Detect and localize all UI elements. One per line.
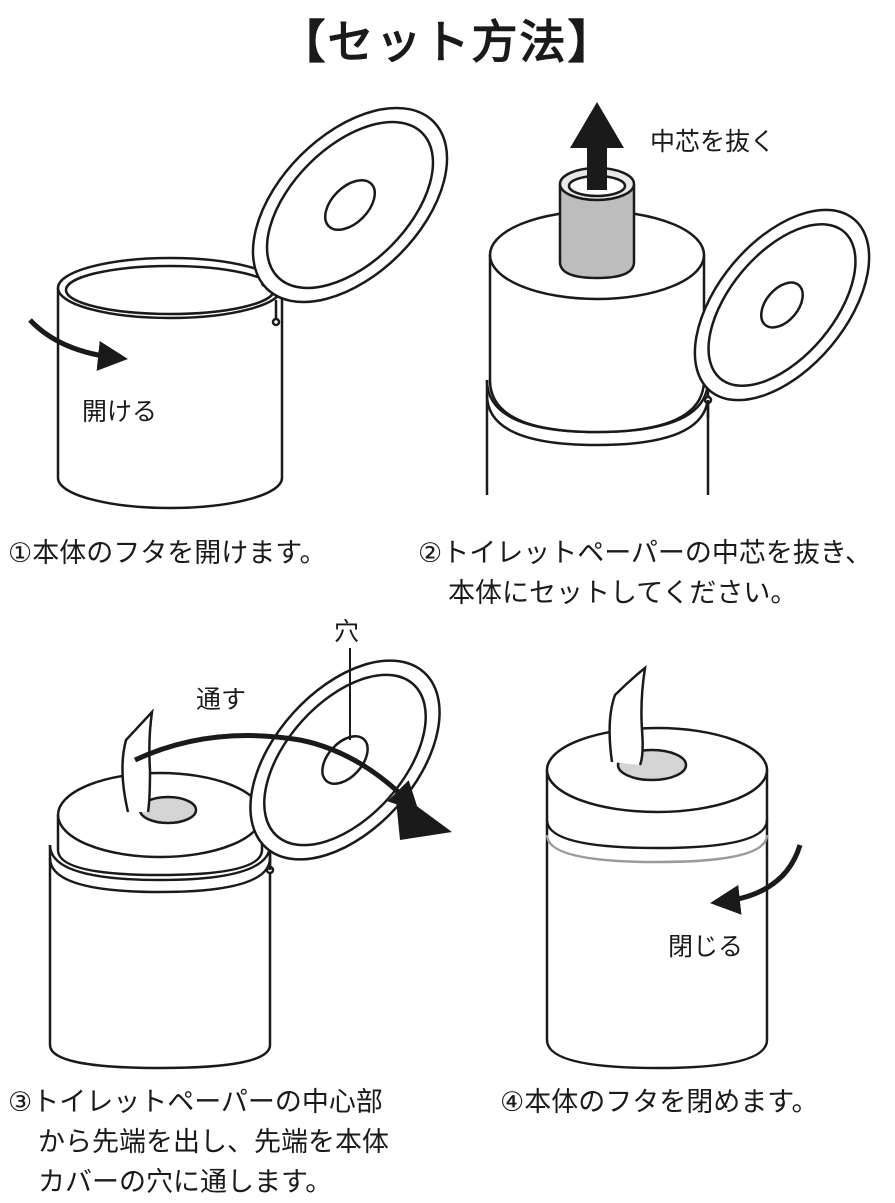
step4-cylinder — [545, 770, 769, 1070]
step1-caption-line: ①本体のフタを開けます。 — [8, 538, 327, 569]
step4-close-arrow — [710, 844, 803, 915]
step2-illustration — [485, 102, 871, 495]
step1-lid-hole — [324, 179, 376, 231]
step1-illustration — [28, 106, 449, 510]
step4-caption: ④本体のフタを閉めます。 — [500, 1083, 819, 1123]
step3-caption-line: カバーの穴に通します。 — [38, 1167, 333, 1198]
step3-caption-line: から先端を出し、先端を本体 — [38, 1127, 389, 1158]
step4-paper-tail — [608, 665, 647, 766]
step1-open-arrow — [28, 318, 128, 371]
step4-caption-line: ④本体のフタを閉めます。 — [500, 1087, 819, 1118]
step2-caption-line: ②トイレットペーパーの中芯を抜き、 — [418, 538, 873, 569]
step3-pass-arrow — [133, 733, 420, 813]
step2-core — [558, 184, 636, 280]
step2-lid — [693, 208, 871, 402]
step4-illustration — [545, 665, 803, 1070]
step2-lid-hole — [760, 281, 804, 329]
hole-label: 穴 — [334, 617, 360, 646]
step2-up-arrow — [570, 102, 624, 190]
pass-label: 通す — [196, 685, 247, 714]
step3-cover — [48, 845, 272, 1070]
step3-caption-line: ③トイレットペーパーの中心部 — [8, 1087, 383, 1118]
close-label: 閉じる — [668, 932, 744, 961]
remove-core-label: 中芯を抜く — [650, 127, 776, 156]
open-label: 開ける — [82, 397, 158, 426]
step3-caption: ③トイレットペーパーの中心部 から先端を出し、先端を本体 カバーの穴に通します。 — [8, 1083, 389, 1203]
page-title: 【セット方法】 — [279, 15, 616, 69]
step2-caption: ②トイレットペーパーの中芯を抜き、 本体にセットしてください。 — [418, 534, 872, 614]
step1-caption: ①本体のフタを開けます。 — [8, 534, 327, 574]
step2-caption-line: 本体にセットしてください。 — [448, 578, 798, 609]
step2-roll — [488, 255, 706, 434]
step1-lid — [251, 106, 449, 304]
step3-paper-tail — [121, 708, 154, 813]
step3-illustration — [48, 648, 452, 1070]
